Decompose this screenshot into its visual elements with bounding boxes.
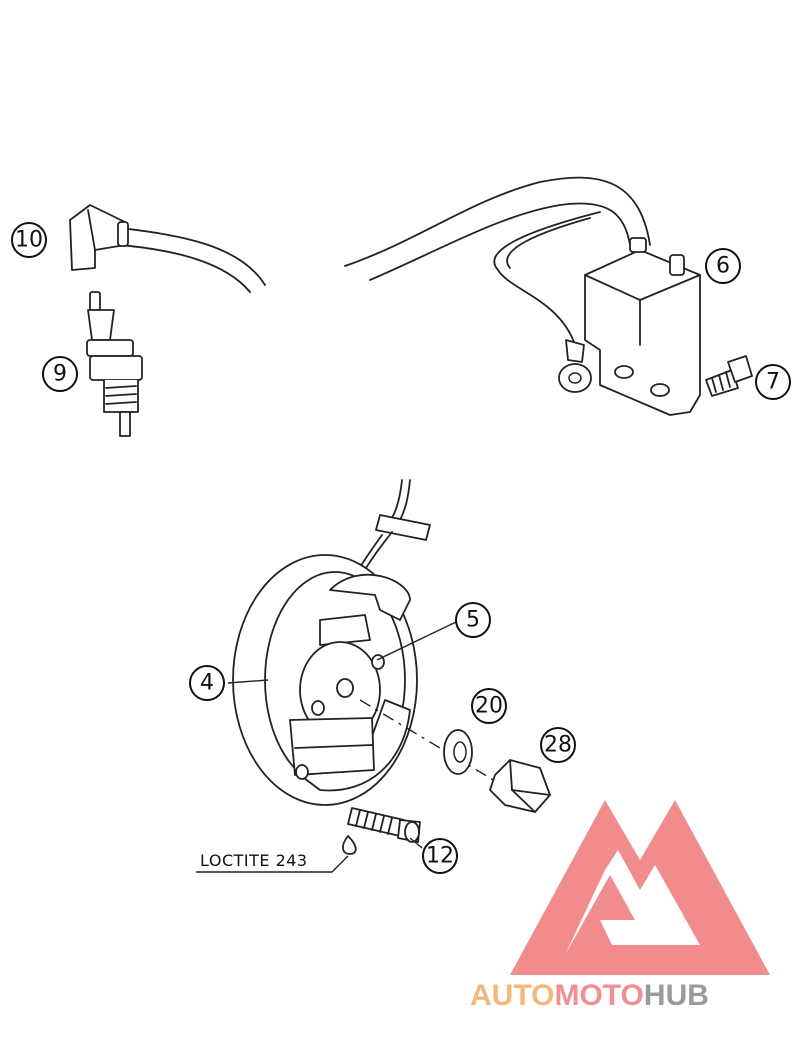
hex-nut [489,759,551,813]
svg-text:9: 9 [53,362,67,387]
callout-4: 4 [189,665,225,701]
callout-5: 5 [455,602,491,638]
washer [443,729,473,775]
stator-plate [232,479,431,806]
spark-plug-cap [69,204,266,293]
callout-6: 6 [705,248,741,284]
callout-20: 20 [471,688,507,724]
loctite-note: LOCTITE 243 [200,851,308,870]
coil-bolt [705,355,753,397]
svg-text:6: 6 [716,254,730,279]
callout-12: 12 [422,838,458,874]
spark-plug [86,291,143,437]
socket-screw [347,807,421,843]
callout-10: 10 [11,222,47,258]
assembly-axis [359,699,511,791]
ignition-coil [344,176,701,416]
callout-9: 9 [42,356,78,392]
svg-text:5: 5 [466,608,480,633]
svg-text:20: 20 [475,694,503,719]
callout-7: 7 [755,364,791,400]
svg-text:12: 12 [426,844,454,869]
watermark-logo [510,800,770,975]
svg-text:7: 7 [766,370,780,395]
svg-text:4: 4 [200,671,214,696]
callout-28: 28 [540,727,576,763]
loctite-drop-icon [342,835,357,855]
svg-text:28: 28 [544,733,572,758]
watermark-text: AUTOMOTOHUB [470,979,709,1012]
svg-text:10: 10 [15,228,43,253]
logo-triangle-icon [510,800,770,975]
